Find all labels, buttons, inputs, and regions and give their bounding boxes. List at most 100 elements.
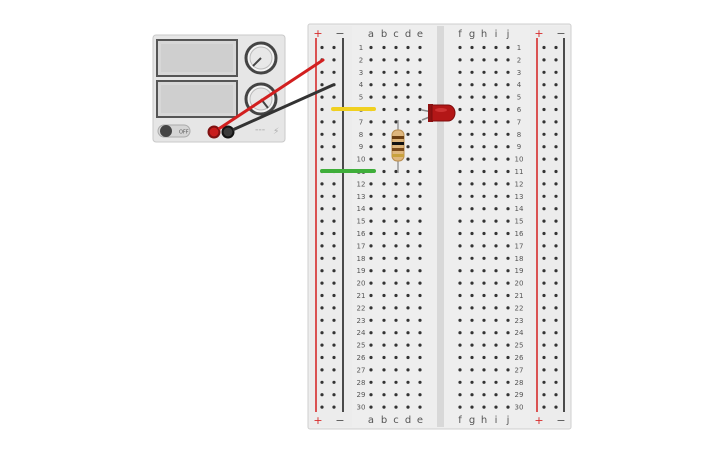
rail-hole[interactable] (542, 256, 546, 260)
rail-hole[interactable] (332, 58, 336, 62)
hole[interactable] (406, 219, 410, 223)
rail-hole[interactable] (332, 256, 336, 260)
rail-hole[interactable] (542, 306, 546, 310)
rail-hole[interactable] (554, 368, 558, 372)
hole[interactable] (506, 58, 510, 62)
rail-hole[interactable] (554, 120, 558, 124)
hole[interactable] (418, 107, 422, 112)
rail-hole[interactable] (554, 331, 558, 335)
hole[interactable] (369, 45, 373, 50)
hole[interactable] (506, 405, 510, 409)
hole[interactable] (369, 306, 373, 310)
hole[interactable] (406, 231, 410, 236)
hole[interactable] (369, 70, 373, 74)
rail-hole[interactable] (542, 182, 546, 186)
hole[interactable] (394, 182, 398, 186)
hole[interactable] (406, 83, 410, 87)
rail-hole[interactable] (554, 182, 558, 186)
rail-hole[interactable] (332, 95, 336, 99)
hole[interactable] (506, 355, 510, 360)
rail-hole[interactable] (332, 306, 336, 310)
hole[interactable] (418, 145, 422, 149)
hole[interactable] (494, 318, 498, 322)
hole[interactable] (406, 318, 410, 322)
hole[interactable] (382, 281, 386, 285)
hole[interactable] (506, 343, 510, 347)
hole[interactable] (470, 182, 474, 186)
rail-hole[interactable] (320, 281, 324, 285)
rail-hole[interactable] (554, 318, 558, 322)
rail-hole[interactable] (542, 58, 546, 62)
hole[interactable] (369, 157, 373, 161)
rail-hole[interactable] (320, 331, 324, 335)
power-switch[interactable]: OFF (157, 124, 191, 138)
hole[interactable] (406, 58, 410, 62)
rail-hole[interactable] (554, 169, 558, 174)
hole[interactable] (394, 83, 398, 87)
hole[interactable] (418, 405, 422, 409)
rail-hole[interactable] (554, 58, 558, 62)
hole[interactable] (458, 318, 462, 322)
hole[interactable] (506, 219, 510, 223)
rail-hole[interactable] (332, 244, 336, 248)
hole[interactable] (458, 269, 462, 273)
hole[interactable] (494, 45, 498, 50)
hole[interactable] (482, 281, 486, 285)
hole[interactable] (458, 244, 462, 248)
hole[interactable] (418, 207, 422, 211)
hole[interactable] (406, 120, 410, 124)
hole[interactable] (369, 343, 373, 347)
hole[interactable] (369, 219, 373, 223)
hole[interactable] (418, 293, 422, 298)
hole[interactable] (369, 355, 373, 360)
hole[interactable] (482, 83, 486, 87)
hole[interactable] (494, 256, 498, 260)
hole[interactable] (470, 169, 474, 174)
rail-hole[interactable] (320, 194, 324, 198)
rail-hole[interactable] (554, 219, 558, 223)
hole[interactable] (470, 45, 474, 50)
hole[interactable] (406, 343, 410, 347)
hole[interactable] (394, 120, 398, 124)
hole[interactable] (470, 318, 474, 322)
hole[interactable] (494, 169, 498, 174)
hole[interactable] (382, 331, 386, 335)
black-probe-wire[interactable] (226, 83, 335, 134)
hole[interactable] (418, 269, 422, 273)
hole[interactable] (406, 182, 410, 186)
rail-hole[interactable] (542, 120, 546, 124)
hole[interactable] (458, 393, 462, 397)
hole[interactable] (458, 194, 462, 198)
hole[interactable] (418, 343, 422, 347)
rail-hole[interactable] (320, 45, 324, 50)
hole[interactable] (470, 343, 474, 347)
hole[interactable] (506, 95, 510, 99)
hole[interactable] (494, 343, 498, 347)
hole[interactable] (418, 182, 422, 186)
hole[interactable] (418, 281, 422, 285)
hole[interactable] (382, 182, 386, 186)
hole[interactable] (470, 331, 474, 335)
rail-hole[interactable] (554, 107, 558, 112)
hole[interactable] (369, 58, 373, 62)
rail-hole[interactable] (320, 219, 324, 223)
rail-hole[interactable] (320, 306, 324, 310)
hole[interactable] (458, 120, 462, 124)
hole[interactable] (506, 244, 510, 248)
hole[interactable] (494, 269, 498, 273)
hole[interactable] (394, 244, 398, 248)
hole[interactable] (506, 169, 510, 174)
rail-hole[interactable] (332, 355, 336, 360)
rail-hole[interactable] (332, 132, 336, 136)
rail-hole[interactable] (554, 380, 558, 384)
hole[interactable] (369, 331, 373, 335)
hole[interactable] (458, 343, 462, 347)
hole[interactable] (382, 244, 386, 248)
rail-hole[interactable] (554, 45, 558, 50)
rail-hole[interactable] (320, 207, 324, 211)
hole[interactable] (406, 380, 410, 384)
hole[interactable] (406, 306, 410, 310)
hole[interactable] (482, 70, 486, 74)
hole[interactable] (418, 70, 422, 74)
hole[interactable] (458, 145, 462, 149)
